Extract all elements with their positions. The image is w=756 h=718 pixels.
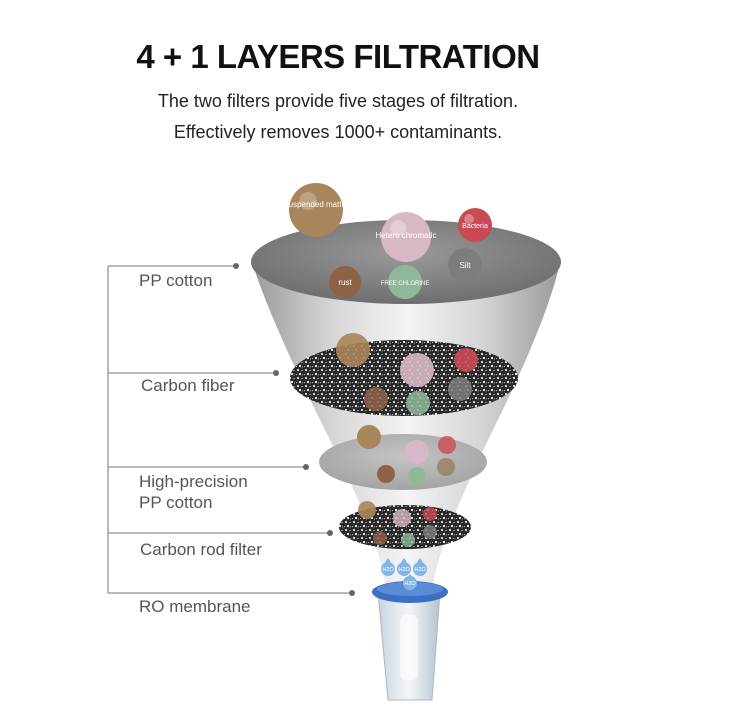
suspended-matter-ball (357, 425, 381, 449)
svg-text:Silt: Silt (459, 261, 471, 270)
silt-ball (448, 377, 472, 401)
contaminants-layer-4 (358, 501, 437, 547)
leader-dot (273, 370, 279, 376)
svg-text:Bacteria: Bacteria (462, 223, 488, 230)
contaminants-layer-1: Suspended matter Hetero chromatic Bacter… (283, 183, 492, 299)
svg-text:rust: rust (338, 278, 352, 287)
leader-dot (327, 530, 333, 536)
svg-text:Suspended matter: Suspended matter (283, 200, 349, 209)
water-drop-icon: H2O (413, 558, 427, 576)
silt-ball: Silt (448, 248, 482, 282)
hetero-chromatic-ball: Hetero chromatic (376, 212, 437, 262)
leader-dot (349, 590, 355, 596)
svg-text:H2O: H2O (414, 567, 426, 573)
funnel-body (252, 262, 560, 585)
suspended-matter-ball: Suspended matter (283, 183, 349, 237)
suspended-matter-ball (336, 333, 370, 367)
svg-text:H2O: H2O (398, 567, 410, 573)
bacteria-ball (454, 348, 478, 372)
hetero-chromatic-ball (405, 440, 429, 464)
bacteria-ball (438, 436, 456, 454)
svg-text:H2O: H2O (404, 581, 416, 587)
rust-ball: rust (329, 266, 361, 298)
free-chlorine-ball: FREE CHLORINE (381, 265, 430, 299)
svg-text:FREE CHLORINE: FREE CHLORINE (381, 281, 430, 287)
free-chlorine-ball (408, 467, 426, 485)
hetero-chromatic-ball (393, 509, 411, 527)
hetero-chromatic-ball (400, 353, 434, 387)
free-chlorine-ball (406, 391, 430, 415)
page-title: 4 + 1 LAYERS FILTRATION (136, 38, 540, 75)
layer-label-high-precision: High-precision (139, 472, 248, 491)
silt-ball (423, 525, 437, 539)
svg-text:Hetero chromatic: Hetero chromatic (376, 231, 437, 240)
water-drop-icon: H2O (381, 558, 395, 576)
leader-dot (233, 263, 239, 269)
free-chlorine-ball (401, 533, 415, 547)
svg-text:H2O: H2O (382, 567, 394, 573)
leader-dot (303, 464, 309, 470)
subtitle-line-2: Effectively removes 1000+ contaminants. (173, 122, 503, 142)
high-precision-pp-disc (319, 434, 487, 490)
bacteria-ball (423, 507, 437, 521)
water-drop-icon: H2O (397, 558, 411, 576)
layer-label-carbon-fiber: Carbon fiber (141, 376, 235, 395)
water-drops: H2O H2O H2O H2O (381, 558, 427, 591)
layer-label-high-precision-2: PP cotton (139, 493, 213, 512)
subtitle-line-1: The two filters provide five stages of f… (157, 91, 519, 111)
rust-ball (364, 387, 388, 411)
silt-ball (437, 458, 455, 476)
bacteria-ball: Bacteria (458, 208, 492, 242)
label-leaders (107, 265, 352, 594)
layer-label-carbon-rod: Carbon rod filter (140, 540, 262, 559)
contaminants-layer-2 (336, 333, 478, 415)
water-drop-icon: H2O (403, 574, 417, 591)
contaminants-layer-3 (357, 425, 456, 485)
water-glass-icon (377, 591, 441, 701)
layer-label-pp-cotton: PP cotton (139, 271, 213, 290)
rust-ball (377, 465, 395, 483)
rust-ball (373, 531, 387, 545)
layer-label-ro-membrane: RO membrane (139, 597, 251, 616)
suspended-matter-ball (358, 501, 376, 519)
